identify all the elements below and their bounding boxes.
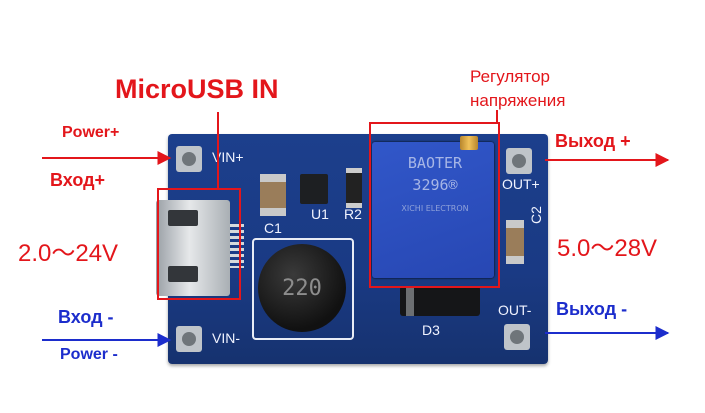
inductor-outline [252, 238, 354, 340]
input-plus-label: Вход+ [50, 170, 106, 190]
pot-sub-marking: XICHI ELECTRON [401, 204, 469, 213]
diode-d3 [400, 286, 480, 316]
out-minus-pad [504, 324, 530, 350]
silk-vin-plus: VIN+ [212, 149, 244, 165]
microusb-connector [156, 200, 230, 296]
voltage-regulator-label: Регулятор напряжения [470, 67, 566, 110]
inductor: 220 [258, 244, 346, 332]
output-voltage-range: 5.0～28V [557, 235, 658, 262]
vin-minus-pad [176, 326, 202, 352]
inductor-marking: 220 [282, 276, 322, 301]
power-minus-label: Power - [60, 346, 118, 363]
silk-out-plus: OUT+ [502, 176, 540, 192]
capacitor-c2 [506, 220, 524, 264]
microusb-in-label: MicroUSB IN [115, 74, 279, 104]
input-voltage-range: 2.0～24V [18, 240, 119, 267]
silk-d3: D3 [422, 322, 440, 338]
pot-marking: BAOTER 3296® [407, 154, 463, 194]
out-plus-pad [506, 148, 532, 174]
output-plus-label: Выход + [555, 131, 631, 151]
silk-vin-minus: VIN- [212, 330, 240, 346]
pot-adjust-screw [460, 136, 478, 150]
ic-u1 [300, 174, 328, 204]
regulator-highlight-box [369, 122, 500, 288]
power-plus-label: Power+ [62, 124, 120, 141]
capacitor-c1 [260, 174, 286, 216]
boost-converter-board: VIN+ VIN- OUT+ OUT- C1 U1 R2 220 BAOTER … [156, 134, 548, 364]
resistor-r2 [346, 168, 362, 208]
silk-out-minus: OUT- [498, 302, 532, 318]
vin-plus-pad [176, 146, 202, 172]
silk-r2: R2 [344, 206, 362, 222]
input-minus-label: Вход - [58, 307, 114, 327]
silk-u1: U1 [311, 206, 329, 222]
microusb-highlight-box [157, 188, 241, 300]
potentiometer: BAOTER 3296® XICHI ELECTRON [372, 142, 494, 278]
silk-c1: C1 [264, 220, 282, 236]
output-minus-label: Выход - [556, 299, 628, 319]
